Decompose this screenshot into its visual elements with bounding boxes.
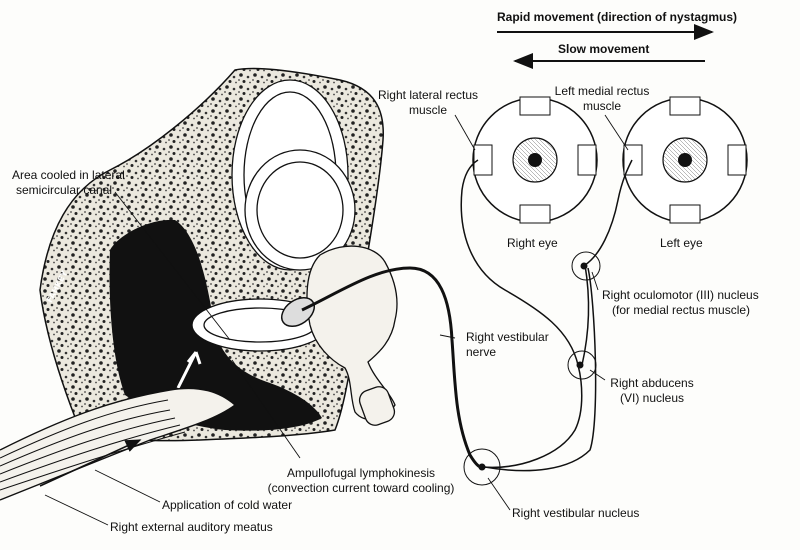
right-lateral-rectus-line2: muscle xyxy=(408,103,447,117)
left-medial-rectus-line2: muscle xyxy=(582,99,621,113)
cooled-area-arrow xyxy=(176,351,202,389)
right-eye-label: Right eye xyxy=(507,236,558,250)
vestibular-nerve-line2: nerve xyxy=(466,345,497,359)
vestibular-nucleus-label: Right vestibular nucleus xyxy=(512,506,640,520)
nuclei xyxy=(463,251,601,486)
abducens-line1: Right abducens xyxy=(610,376,694,390)
left-medial-rectus-line1: Left medial rectus xyxy=(554,84,650,98)
rapid-movement-label: Rapid movement (direction of nystagmus) xyxy=(497,10,738,24)
vestibular-nerve-label: Right vestibular nerve xyxy=(466,330,549,360)
abducens-line2: (VI) nucleus xyxy=(619,391,685,405)
right-lateral-rectus-label: Right lateral rectus muscle xyxy=(372,88,484,118)
vestibular-nucleus-dot xyxy=(478,463,486,471)
cold-water-arrow xyxy=(39,439,142,487)
left-eye xyxy=(622,96,748,224)
oculomotor-line1: Right oculomotor (III) nucleus xyxy=(602,288,759,302)
area-cooled-label: Area cooled in lateral semicircular cana… xyxy=(12,168,125,198)
middle-ear-cavity xyxy=(109,219,322,431)
area-cooled-line1: Area cooled in lateral xyxy=(12,168,125,182)
vestibular-nerve xyxy=(301,266,483,469)
lymphokinesis-label: Ampullofugal lymphokinesis (convection c… xyxy=(252,466,470,496)
cold-water-label: Application of cold water xyxy=(162,498,293,512)
ampulla xyxy=(280,296,316,328)
left-medial-rectus-label: Left medial rectus muscle xyxy=(548,84,656,114)
lymphokinesis-line2: (convection current toward cooling) xyxy=(267,481,455,495)
abducens-nucleus-dot xyxy=(576,361,584,369)
cochlear-stub xyxy=(358,386,396,426)
external-auditory-meatus xyxy=(0,387,237,501)
oculomotor-label: Right oculomotor (III) nucleus (for medi… xyxy=(602,288,759,318)
right-eye xyxy=(472,96,598,224)
oculomotor-line2: (for medial rectus muscle) xyxy=(612,303,751,317)
slow-movement-label: Slow movement xyxy=(558,42,650,56)
semicircular-canals xyxy=(191,79,356,352)
vestibule xyxy=(306,245,398,421)
neural-pathways xyxy=(460,159,633,472)
abducens-label: Right abducens (VI) nucleus xyxy=(600,376,704,406)
auditory-meatus-label: Right external auditory meatus xyxy=(110,520,273,534)
oculomotor-nucleus-dot xyxy=(580,262,588,270)
area-cooled-line2: semicircular canal xyxy=(16,183,113,197)
lymphokinesis-line1: Ampullofugal lymphokinesis xyxy=(286,466,436,480)
vestibular-nerve-line1: Right vestibular xyxy=(466,330,549,344)
leader-lines xyxy=(44,114,629,526)
right-lateral-rectus-line1: Right lateral rectus xyxy=(377,88,479,102)
left-eye-label: Left eye xyxy=(660,236,703,250)
